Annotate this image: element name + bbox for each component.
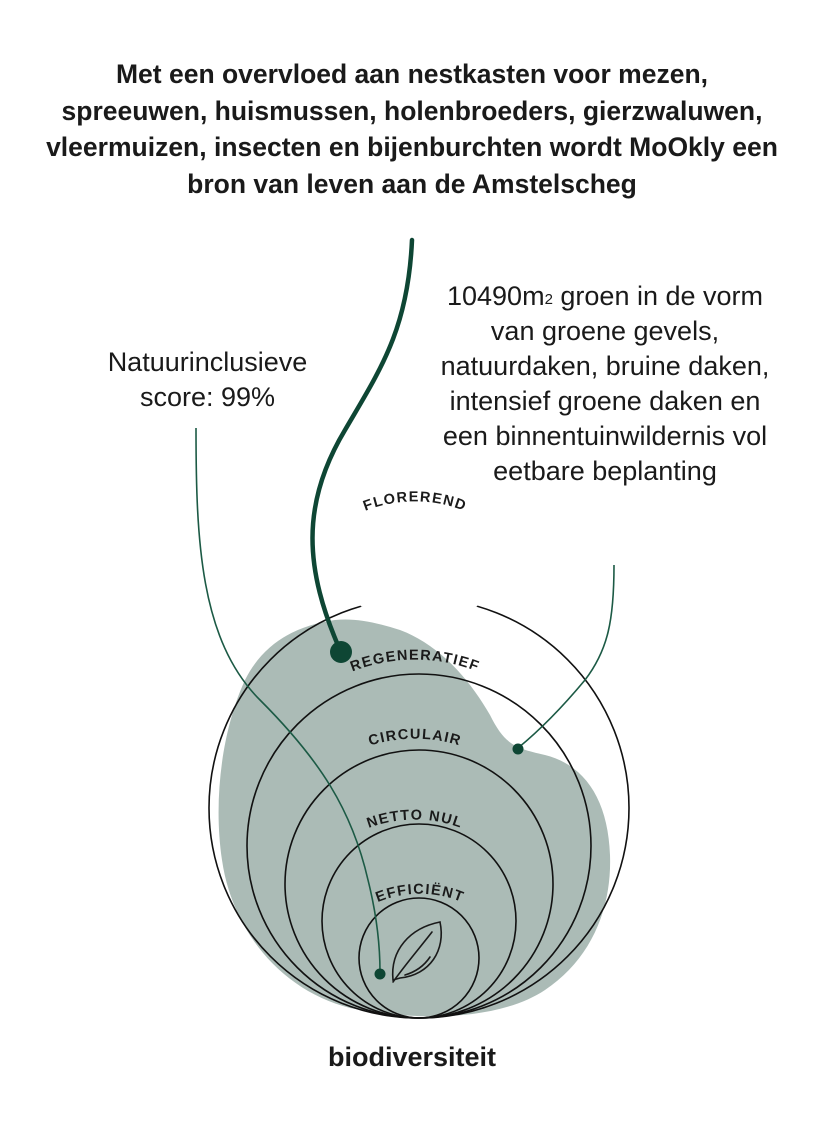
callout-green-prefix: 10490m [446,281,545,311]
ring-efficient [358,897,480,1019]
callout-green-rest: groen in de vorm van groene gevels, natu… [440,281,770,486]
leader-line-green [517,564,615,749]
callout-green-sup: 2 [544,291,553,308]
green-blob-area [218,619,611,1017]
callout-green-area: 10490m2 groen in de vorm van groene geve… [430,279,780,489]
leader-dot-green [512,743,524,755]
leaf-icon [391,921,442,983]
leader-dot-headline [330,641,352,663]
ring-label-circulair: CIRCULAIR [367,727,464,750]
leader-dot-score [374,968,386,980]
callout-natuurinclusieve-score: Natuurinclusieve score: 99% [107,347,308,412]
ring-label-florerend: FLOREREND [361,489,469,514]
headline-text: Met een overvloed aan nestkasten voor me… [46,59,778,199]
footer-label-biodiversiteit: biodiversiteit [327,1042,497,1072]
leader-line-headline [310,237,415,653]
leader-line-score [195,427,381,973]
